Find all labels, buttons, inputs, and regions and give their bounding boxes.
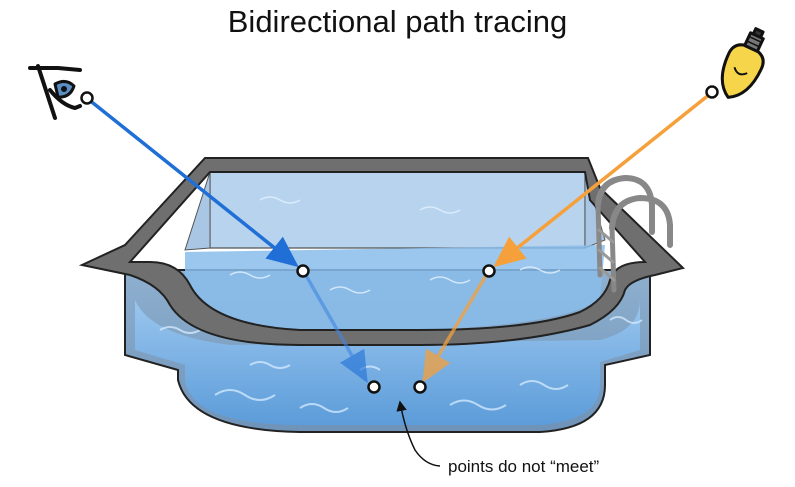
pool-inner [184,171,606,330]
light-bulb-icon [720,27,765,99]
light-floor-vertex [413,380,427,394]
path-vertices [80,85,719,394]
camera-vertex [80,91,94,105]
light-surface-vertex [482,264,496,278]
diagram-title: Bidirectional path tracing [227,4,568,39]
light-path [422,92,712,384]
pool-ladder [595,174,673,293]
camera-path [86,97,368,384]
camera-floor-vertex [367,380,381,394]
camera-surface-vertex [296,264,310,278]
eye-icon [28,64,82,120]
light-vertex [705,85,719,99]
annotation-text: points do not “meet” [448,457,600,476]
annotation: points do not “meet” [396,400,600,476]
